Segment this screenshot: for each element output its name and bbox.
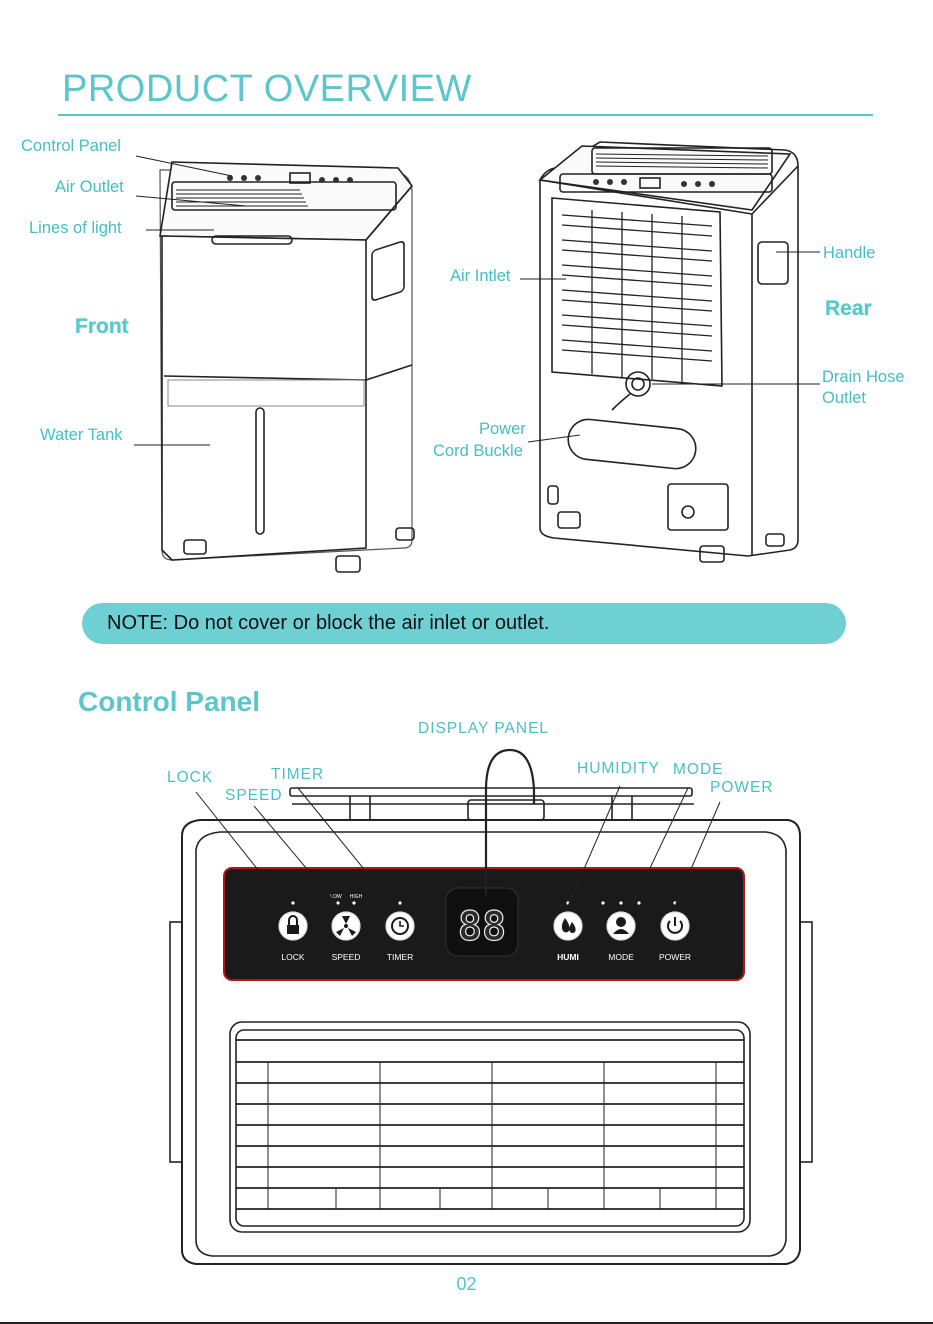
speed-high-label: HIGH [350,894,363,900]
power-button-label: POWER [659,952,691,962]
label-air-inlet: Air Intlet [450,268,511,285]
label-handle: Handle [823,245,875,262]
front-unit-illustration [160,162,414,572]
label-air-outlet: Air Outlet [55,179,124,196]
note-banner: NOTE: Do not cover or block the air inle… [82,603,846,644]
label-power-cord-line1: Power [479,421,526,438]
control-panel-illustration [170,788,812,1264]
display-digits: 88 [458,904,506,950]
callout-speed: SPEED [225,788,283,804]
note-text: NOTE: Do not cover or block the air inle… [107,612,549,635]
label-water-tank: Water Tank [40,427,123,444]
page-number: 02 [0,1274,933,1295]
timer-button-label: TIMER [387,952,413,962]
label-lines-of-light: Lines of light [29,220,122,237]
rear-heading: Rear [825,297,872,321]
mode-button-label: MODE [608,952,634,962]
callout-power: POWER [710,780,774,796]
lock-button-label: LOCK [281,952,304,962]
callout-mode: MODE [673,762,724,778]
speed-button-label: SPEED [332,952,361,962]
rear-unit-illustration [540,142,798,562]
callout-display-panel: DISPLAY PANEL [418,721,549,737]
control-panel-heading: Control Panel [78,686,260,718]
label-power-cord-line2: Cord Buckle [433,443,523,460]
label-control-panel: Control Panel [21,138,121,155]
humi-button-label: HUMI [557,952,579,962]
front-heading: Front [75,315,129,339]
callout-timer: TIMER [271,767,324,783]
callout-humidity: HUMIDITY [577,761,660,777]
callout-lock: LOCK [167,770,213,786]
label-drain-line1: Drain Hose [822,369,905,386]
label-drain-line2: Outlet [822,390,866,407]
